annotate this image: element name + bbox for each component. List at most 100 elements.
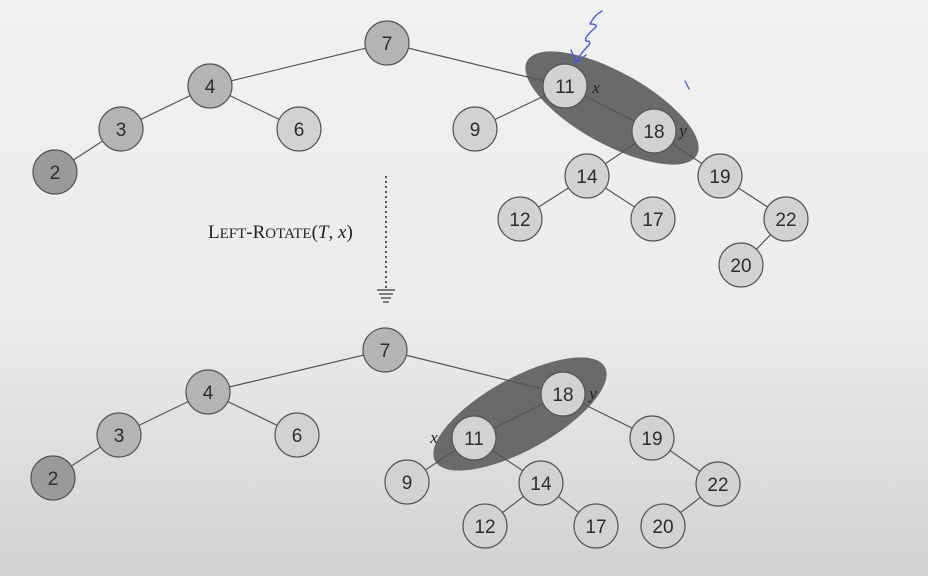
op-letter-r: R bbox=[252, 222, 266, 243]
node-circle bbox=[518, 460, 564, 506]
node-circle bbox=[30, 455, 76, 501]
op-arg-x: x bbox=[338, 222, 347, 243]
node-circle bbox=[542, 63, 588, 109]
tree-node-11: 11 bbox=[451, 415, 497, 461]
node-circle bbox=[384, 459, 430, 505]
node-circle bbox=[497, 196, 543, 242]
tree-node-2: 2 bbox=[32, 149, 78, 195]
tree-node-6: 6 bbox=[276, 106, 322, 152]
node-key: 9 bbox=[470, 120, 481, 141]
node-circle bbox=[274, 412, 320, 458]
node-circle bbox=[452, 106, 498, 152]
node-key: 18 bbox=[643, 122, 664, 143]
op-open-paren: ( bbox=[311, 222, 318, 243]
tree-node-17: 17 bbox=[630, 196, 676, 242]
node-key: 7 bbox=[380, 341, 391, 362]
tree-edge bbox=[386, 42, 566, 87]
tree-node-14: 14 bbox=[564, 153, 610, 199]
node-circle bbox=[362, 327, 408, 373]
node-key: 12 bbox=[509, 210, 530, 231]
node-key: 2 bbox=[50, 163, 61, 184]
op-close-paren: ) bbox=[346, 222, 353, 243]
tree-node-19: 19 bbox=[697, 153, 743, 199]
node-key: 19 bbox=[709, 167, 730, 188]
operation-label: LEFT-ROTATE(T, x) bbox=[208, 222, 353, 244]
tree-node-6: 6 bbox=[274, 412, 320, 458]
node-key: 12 bbox=[474, 517, 495, 538]
op-text-eft: EFT bbox=[219, 226, 247, 242]
node-circle bbox=[462, 503, 508, 549]
node-key: 3 bbox=[114, 426, 125, 447]
tree-node-2: 2 bbox=[30, 455, 76, 501]
op-arg-t: T bbox=[317, 222, 329, 243]
tree-node-9: 9 bbox=[452, 106, 498, 152]
tree-node-18: 18 bbox=[631, 108, 677, 154]
op-dash: - bbox=[246, 222, 253, 243]
node-circle bbox=[276, 106, 322, 152]
node-circle bbox=[185, 369, 231, 415]
pen-annotation-icon bbox=[570, 10, 690, 90]
node-circle bbox=[32, 149, 78, 195]
node-key: 22 bbox=[707, 475, 728, 496]
op-text-otate: OTATE bbox=[265, 226, 312, 242]
node-key: 9 bbox=[402, 473, 413, 494]
tree-edge bbox=[384, 349, 564, 395]
node-key: 17 bbox=[585, 517, 606, 538]
node-key: 2 bbox=[48, 469, 59, 490]
tree-node-17: 17 bbox=[573, 503, 619, 549]
node-key: 6 bbox=[294, 120, 305, 141]
tree-node-4: 4 bbox=[185, 369, 231, 415]
tree-node-22: 22 bbox=[763, 196, 809, 242]
tree-node-19: 19 bbox=[629, 415, 675, 461]
node-label-x: x bbox=[429, 428, 438, 447]
node-circle bbox=[187, 63, 233, 109]
node-key: 19 bbox=[641, 429, 662, 450]
node-key: 4 bbox=[203, 383, 214, 404]
node-key: 20 bbox=[730, 256, 751, 277]
after-tree: 7 4 3 6 2 18 y 11 x 19 9 14 22 12 17 20 bbox=[30, 327, 741, 549]
tree-node-3: 3 bbox=[98, 106, 144, 152]
node-key: 20 bbox=[652, 517, 673, 538]
tree-node-4: 4 bbox=[187, 63, 233, 109]
tree-edge bbox=[209, 42, 388, 87]
tree-node-11: 11 bbox=[542, 63, 588, 109]
tree-node-7: 7 bbox=[364, 20, 410, 66]
node-key: 18 bbox=[552, 385, 573, 406]
node-key: 17 bbox=[642, 210, 663, 231]
node-circle bbox=[629, 415, 675, 461]
tree-node-9: 9 bbox=[384, 459, 430, 505]
node-key: 3 bbox=[116, 120, 127, 141]
node-key: 4 bbox=[205, 77, 216, 98]
rotation-highlight-ellipse bbox=[525, 51, 699, 165]
node-key: 14 bbox=[576, 167, 598, 188]
op-letter-l: L bbox=[208, 222, 220, 243]
node-circle bbox=[697, 153, 743, 199]
node-key: 22 bbox=[775, 210, 796, 231]
node-key: 6 bbox=[292, 426, 303, 447]
node-label-y: y bbox=[587, 384, 597, 403]
tree-node-20: 20 bbox=[640, 503, 686, 549]
tree-edge bbox=[207, 349, 386, 393]
node-circle bbox=[718, 242, 764, 288]
op-comma: , bbox=[328, 222, 338, 243]
tree-node-22: 22 bbox=[695, 461, 741, 507]
node-circle bbox=[98, 106, 144, 152]
node-circle bbox=[96, 412, 142, 458]
tree-node-3: 3 bbox=[96, 412, 142, 458]
tree-node-20: 20 bbox=[718, 242, 764, 288]
node-circle bbox=[540, 371, 586, 417]
down-arrow-icon bbox=[377, 176, 395, 303]
node-key: 11 bbox=[464, 429, 484, 450]
tree-node-14: 14 bbox=[518, 460, 564, 506]
node-circle bbox=[451, 415, 497, 461]
node-circle bbox=[573, 503, 619, 549]
tree-node-18: 18 bbox=[540, 371, 586, 417]
node-circle bbox=[631, 108, 677, 154]
node-circle bbox=[630, 196, 676, 242]
node-label-x: x bbox=[591, 78, 600, 97]
node-circle bbox=[640, 503, 686, 549]
tree-node-7: 7 bbox=[362, 327, 408, 373]
